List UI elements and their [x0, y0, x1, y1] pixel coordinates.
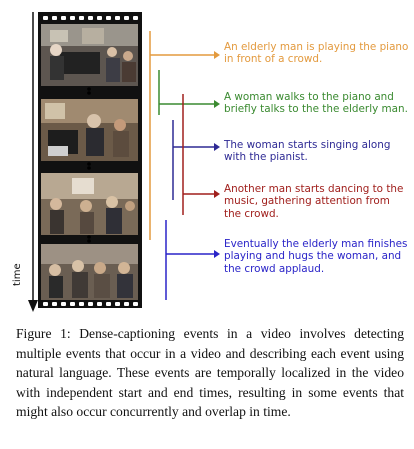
video-frame-3: [41, 173, 138, 235]
sprocket-hole: [52, 302, 57, 306]
film-strip: [38, 12, 142, 308]
sprocket-hole: [106, 16, 111, 20]
sprocket-hole: [88, 302, 93, 306]
event-1-span: [149, 31, 220, 240]
video-frame-2: [41, 99, 138, 161]
film-sprockets: [43, 16, 138, 306]
sprocket-hole: [70, 16, 75, 20]
sprocket-hole: [88, 16, 93, 20]
sprocket-hole: [115, 302, 120, 306]
sprocket-hole: [43, 302, 48, 306]
video-frame-1: [41, 24, 138, 86]
sprocket-hole: [97, 302, 102, 306]
event-2-caption: A woman walks to the piano and briefly t…: [224, 91, 408, 116]
event-4-caption: Another man starts dancing to the music,…: [224, 183, 404, 220]
video-frame-4: [41, 244, 138, 300]
sprocket-hole: [124, 16, 129, 20]
sprocket-hole: [70, 302, 75, 306]
sprocket-hole: [115, 16, 120, 20]
figure-caption: Figure 1: Dense-captioning events in a v…: [16, 326, 404, 420]
sprocket-hole: [61, 16, 66, 20]
sprocket-hole: [106, 302, 111, 306]
sprocket-hole: [133, 16, 138, 20]
dense-captioning-figure: [28, 12, 220, 312]
event-3-caption: The woman starts singing along with the …: [224, 139, 391, 164]
time-axis-arrowhead: [28, 300, 38, 312]
time-axis-label: time: [12, 263, 23, 286]
sprocket-hole: [79, 16, 84, 20]
event-5-caption: Eventually the elderly man finishes play…: [224, 238, 408, 275]
event-5-span: [165, 220, 220, 300]
sprocket-hole: [79, 302, 84, 306]
frame-gap-dots: [87, 87, 91, 243]
sprocket-hole: [97, 16, 102, 20]
event-3-span: [172, 120, 220, 200]
sprocket-hole: [61, 302, 66, 306]
event-1-caption: An elderly man is playing the piano in f…: [224, 41, 409, 66]
sprocket-hole: [133, 302, 138, 306]
sprocket-hole: [43, 16, 48, 20]
event-2-span: [158, 70, 220, 115]
sprocket-hole: [124, 302, 129, 306]
event-4-span: [182, 94, 220, 215]
sprocket-hole: [52, 16, 57, 20]
